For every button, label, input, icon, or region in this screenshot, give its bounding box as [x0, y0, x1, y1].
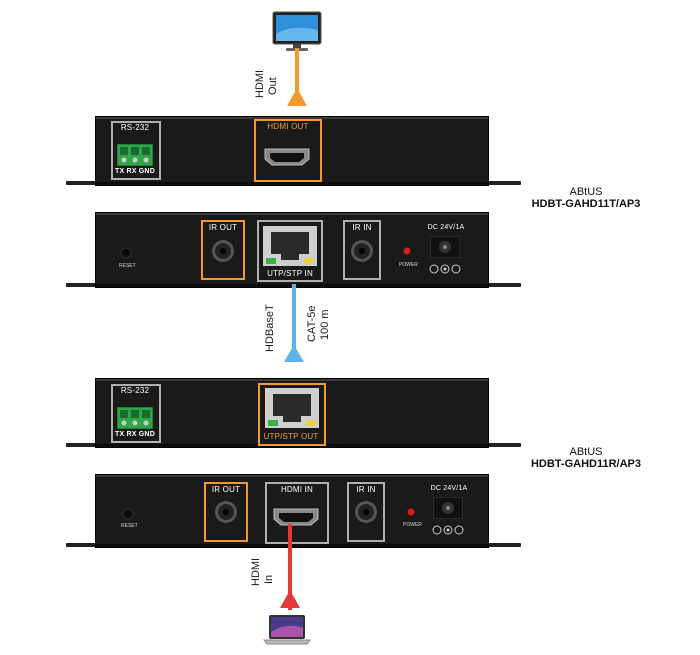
- ir-out-jack-icon-2: [215, 501, 237, 523]
- unit1-rear-flange-left: [66, 283, 106, 287]
- utp-out-label: UTP/STP OUT: [263, 432, 319, 441]
- receiver-model-block: ABtUS HDBT-GAHD11R/AP3: [498, 446, 674, 470]
- ir-in-jack-icon-2: [355, 501, 377, 523]
- hdbaset-arrow: [284, 284, 304, 362]
- ir-out-frame-2: [204, 482, 248, 542]
- hdmi-in-frame: [265, 482, 329, 544]
- hdmi-out-frame: [254, 119, 322, 182]
- hdmi-in-port-icon: [273, 508, 319, 526]
- rs232-frame-2: [111, 384, 161, 443]
- ir-in-frame-2: [347, 482, 385, 542]
- reset-button-icon: [120, 247, 132, 259]
- ir-in-label: IR IN: [352, 223, 372, 232]
- unit2-front-flange-right: [481, 443, 521, 447]
- hdmi-out-port-icon: [264, 148, 310, 166]
- receiver-model: HDBT-GAHD11R/AP3: [530, 458, 642, 470]
- reset-label-2: RESET: [121, 523, 138, 529]
- hdmi-out-arrow: [287, 48, 307, 106]
- hdbaset-label-line2: CAT-5e: [306, 305, 318, 342]
- rs232-frame: [111, 121, 161, 180]
- dc-polarity-icon: [429, 264, 461, 274]
- unit2-rear-flange-right: [481, 543, 521, 547]
- ir-in-jack-icon: [351, 240, 373, 262]
- hdmi-in-arrow: [280, 524, 300, 610]
- utp-out-frame: [258, 383, 326, 446]
- terminal-pins-label: TX RX GND: [115, 168, 155, 175]
- dc-input-label-2: DC 24V/1A: [430, 485, 468, 492]
- rs232-label-2: RS-232: [120, 386, 150, 395]
- rj45-out-port-icon: [265, 388, 319, 428]
- dc-jack-icon: [430, 236, 460, 258]
- terminal-block-icon-2: [117, 407, 153, 429]
- hdmi-out-port-label: HDMI OUT: [267, 122, 309, 131]
- terminal-pins-label-2: TX RX GND: [115, 431, 155, 438]
- hdmi-in-label-line1: HDMI: [250, 557, 262, 586]
- ir-out-frame: [201, 220, 245, 280]
- utp-in-frame: [257, 220, 323, 282]
- laptop-icon: [263, 615, 311, 645]
- unit1-front-flange-left: [66, 181, 106, 185]
- hdmi-out-label-line1: HDMI: [254, 69, 266, 98]
- hdmi-in-port-label: HDMI IN: [280, 485, 314, 494]
- utp-in-label: UTP/STP IN: [267, 269, 313, 278]
- ir-in-label-2: IR IN: [356, 485, 376, 494]
- unit2-front-flange-left: [66, 443, 106, 447]
- power-led-icon: [403, 247, 411, 255]
- terminal-block-icon: [117, 144, 153, 166]
- transmitter-model: HDBT-GAHD11T/AP3: [531, 198, 641, 210]
- ir-out-label-2: IR OUT: [211, 485, 241, 494]
- ir-out-label: IR OUT: [208, 223, 238, 232]
- power-label-2: POWER: [403, 522, 422, 528]
- power-label: POWER: [399, 262, 418, 268]
- unit1-front-flange-right: [481, 181, 521, 185]
- hdmi-in-label-line2: In: [263, 574, 275, 584]
- transmitter-model-block: ABtUS HDBT-GAHD11T/AP3: [498, 186, 674, 210]
- dc-jack-icon-2: [433, 497, 463, 519]
- dc-input-label: DC 24V/1A: [427, 224, 465, 231]
- unit2-rear-flange-left: [66, 543, 106, 547]
- unit1-rear-flange-right: [481, 283, 521, 287]
- ir-out-jack-icon: [212, 240, 234, 262]
- power-led-icon-2: [407, 508, 415, 516]
- rs232-label: RS-232: [120, 123, 150, 132]
- receiver-brand: ABtUS: [569, 446, 603, 458]
- ir-in-frame: [343, 220, 381, 280]
- reset-button-icon-2: [122, 508, 134, 520]
- dc-polarity-icon-2: [432, 525, 464, 535]
- monitor-icon: [272, 11, 322, 51]
- hdbaset-label-line1: HDBaseT: [264, 304, 276, 352]
- transmitter-brand: ABtUS: [569, 186, 603, 198]
- hdbaset-label-line3: 100 m: [319, 309, 331, 340]
- reset-label: RESET: [119, 263, 136, 269]
- hdmi-out-label-line2: Out: [267, 77, 279, 95]
- rj45-in-port-icon: [263, 226, 317, 266]
